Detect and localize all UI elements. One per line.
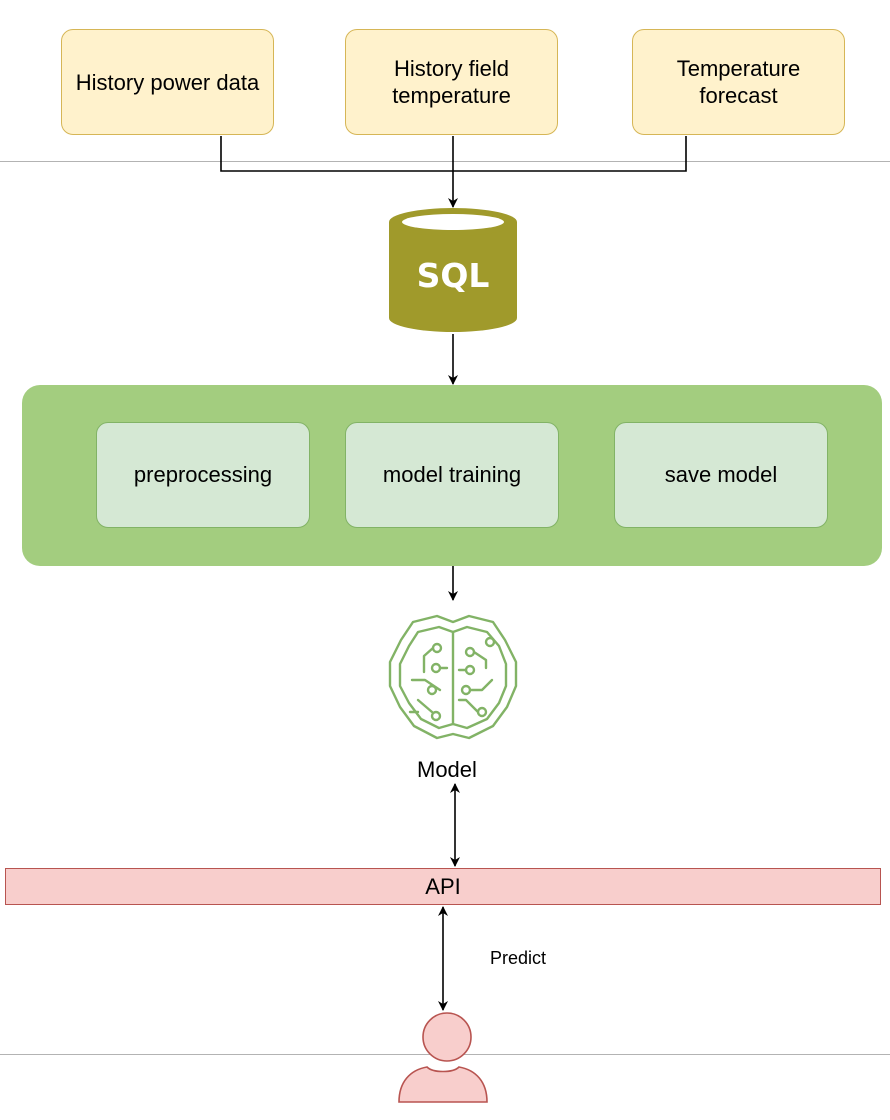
source-label: History power data	[75, 69, 260, 95]
model-label: Model	[417, 757, 477, 782]
ai-brain-circuit-icon	[388, 614, 518, 740]
sql-database-icon[interactable]: SQL	[389, 208, 517, 332]
step-model-training[interactable]: model training	[345, 422, 559, 528]
user-icon[interactable]	[398, 1012, 488, 1103]
source-label: Temperature forecast	[676, 56, 801, 108]
sql-label: SQL	[417, 256, 490, 295]
source-label: History field temperature	[392, 56, 511, 108]
step-label: preprocessing	[133, 462, 273, 487]
step-save-model[interactable]: save model	[614, 422, 828, 528]
api-label: API	[425, 873, 461, 899]
top-divider-line	[0, 161, 890, 162]
source-temperature-forecast[interactable]: Temperature forecast	[632, 29, 845, 135]
step-label: save model	[664, 462, 778, 487]
source-history-field-temperature[interactable]: History field temperature	[345, 29, 558, 135]
predict-edge-label: Predict	[490, 948, 547, 968]
step-label: model training	[382, 462, 522, 487]
api-bar[interactable]: API	[5, 868, 881, 905]
source-history-power-data[interactable]: History power data	[61, 29, 274, 135]
step-preprocessing[interactable]: preprocessing	[96, 422, 310, 528]
